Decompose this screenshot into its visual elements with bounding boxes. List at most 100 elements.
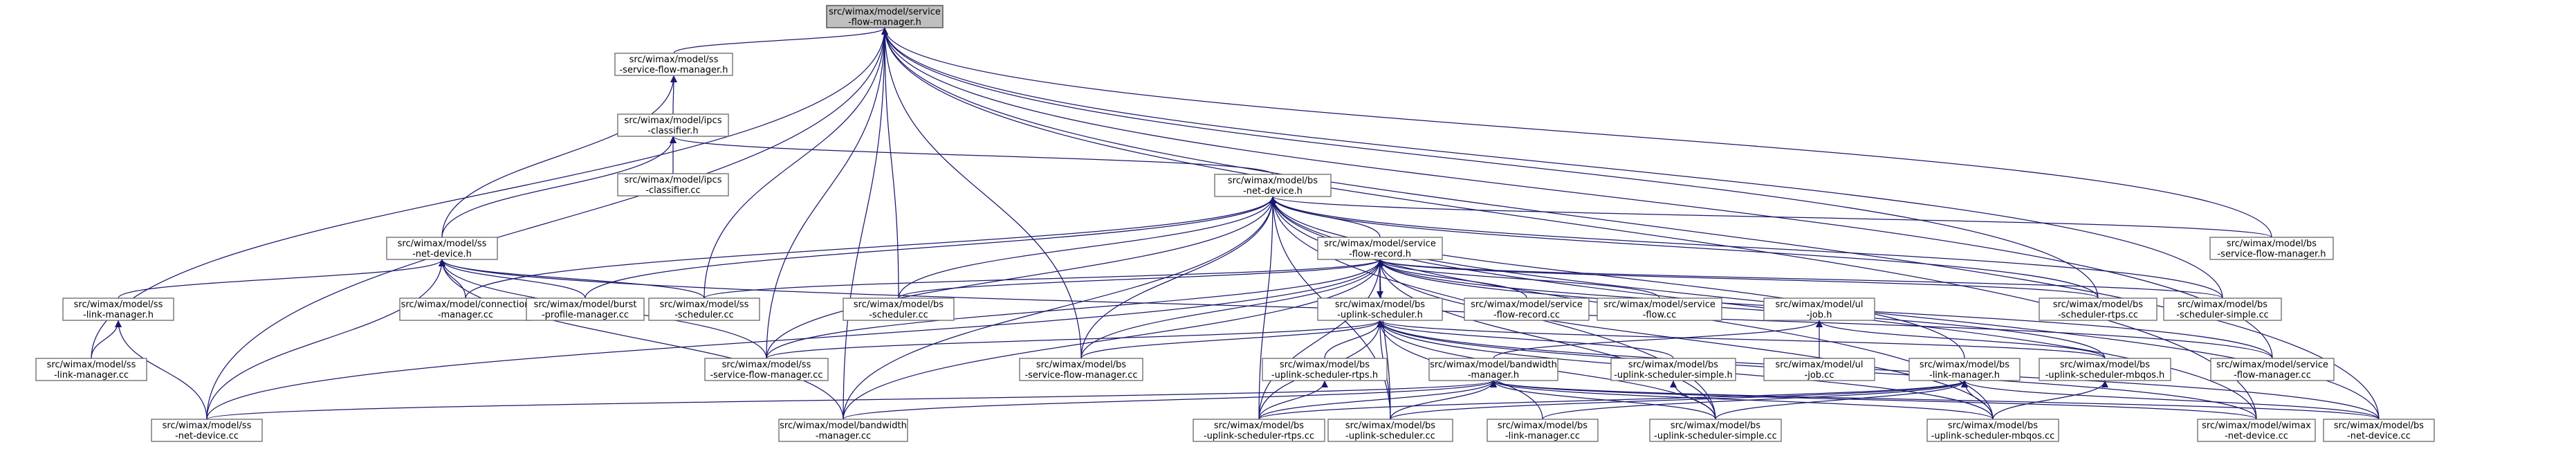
node-bs_rtps_cc[interactable]: src/wimax/model/bs-scheduler-rtps.cc [2039,298,2158,321]
node-label-line: src/wimax/model/bs [1214,421,1304,431]
node-label-line: src/wimax/model/ss [163,421,252,431]
edge-bs_us_mbqos_cc-to-bs_us_mbqos_h [1992,380,2108,420]
node-sfr_h[interactable]: src/wimax/model/service-flow-record.h [1317,237,1443,260]
edge-bs_sfm_h-to-bs_nd_h [1269,196,2272,238]
node-label-line: -net-device.h [412,249,472,259]
node-box [1428,358,1558,381]
node-bs_us_mbqos_cc[interactable]: src/wimax/model/bs-uplink-scheduler-mbqo… [1926,419,2059,442]
node-conn_cc[interactable]: src/wimax/model/connection-manager.cc [399,298,532,321]
node-bs_sfm_cc[interactable]: src/wimax/model/bs-service-flow-manager.… [1019,358,1143,381]
node-label-line: -job.cc [1805,370,1834,381]
node-box [1317,298,1443,321]
node-bs_lm_cc[interactable]: src/wimax/model/bs-link-manager.cc [1487,419,1599,442]
node-box [826,5,944,28]
node-bw_h[interactable]: src/wimax/model/bandwidth-manager.h [1428,358,1558,381]
node-box [1610,358,1736,381]
node-bs_us_cc[interactable]: src/wimax/model/bs-uplink-scheduler.cc [1327,419,1453,442]
node-box [2197,419,2316,442]
node-label-line: -scheduler-simple.cc [2176,310,2269,320]
node-bw_cc[interactable]: src/wimax/model/bandwidth-manager.cc [778,419,908,442]
node-label-line: -scheduler.cc [869,310,928,320]
node-bs_sfm_h[interactable]: src/wimax/model/bs-service-flow-manager.… [2209,237,2334,260]
node-bs_us_simple_h[interactable]: src/wimax/model/bs-uplink-scheduler-simp… [1610,358,1736,381]
node-wimax_nd_cc[interactable]: src/wimax/model/wimax-net-device.cc [2197,419,2316,442]
node-burst_cc[interactable]: src/wimax/model/burst-profile-manager.cc [526,298,645,321]
node-box [35,358,147,381]
node-label-line: src/wimax/model/bs [2053,300,2143,310]
node-bs_us_rtps_cc[interactable]: src/wimax/model/bs-uplink-scheduler-rtps… [1193,419,1325,442]
node-bs_us_simple_cc[interactable]: src/wimax/model/bs-uplink-scheduler-simp… [1649,419,1782,442]
node-label-line: src/wimax/model/bs [854,300,944,310]
node-box [1214,174,1332,197]
node-label-line: -net-device.h [1243,186,1303,196]
node-bs_nd_h[interactable]: src/wimax/model/bs-net-device.h [1214,174,1332,197]
node-ss_sfm_cc[interactable]: src/wimax/model/ss-service-flow-manager.… [704,358,829,381]
node-label-line: -net-device.cc [2225,431,2288,441]
edge-bs_sfm_h-to-sfm_h [881,27,2272,238]
node-box [1926,419,2059,442]
node-sfm_cc[interactable]: src/wimax/model/service-flow-manager.cc [2210,358,2335,381]
node-ss_nd_h[interactable]: src/wimax/model/ss-net-device.h [386,237,498,260]
edge-burst_cc-to-bs_nd_h [585,196,1276,299]
edge-bs_rtps_cc-to-bs_nd_h [1269,196,2099,299]
node-box [1464,298,1590,321]
edge-ss_sfm_cc-to-bs_nd_h [766,196,1276,359]
node-label-line: -uplink-scheduler-simple.h [1614,370,1733,381]
node-box [386,237,498,260]
node-ul_job_cc[interactable]: src/wimax/model/ul-job.cc [1763,358,1875,381]
edge-bs_us_mbqos_h-to-ul_job_h [1816,320,2106,359]
node-box [614,53,733,76]
node-bs_us_mbqos_h[interactable]: src/wimax/model/bs-uplink-scheduler-mbqo… [2039,358,2171,381]
node-bs_us_rtps_h[interactable]: src/wimax/model/bs-uplink-scheduler-rtps… [1262,358,1388,381]
edge-sf_cc-to-sfr_h [1377,259,1660,299]
edge-bs_nd_cc-to-bs_lm_h [1961,380,2380,420]
edge-bs_us_simple_h-to-bs_us_h [1377,320,1674,359]
node-label-line: src/wimax/model/ul [1775,360,1863,370]
node-label-line: -uplink-scheduler-mbqos.h [2045,370,2165,381]
node-bs_nd_cc[interactable]: src/wimax/model/bs-net-device.cc [2323,419,2435,442]
node-sfr_cc[interactable]: src/wimax/model/service-flow-record.cc [1464,298,1590,321]
node-box [1763,298,1875,321]
node-label-line: -service-flow-manager.cc [1024,370,1137,381]
edge-bs_nd_cc-to-sfm_h [881,27,2380,420]
node-label-line: -manager.cc [438,310,493,320]
node-label-line: -uplink-scheduler-rtps.cc [1204,431,1314,441]
node-label-line: src/wimax/model/ss [660,300,749,310]
node-ss_sched_cc[interactable]: src/wimax/model/ss-scheduler.cc [648,298,760,321]
edge-bs_us_rtps_cc-to-bs_nd_h [1258,196,1276,420]
node-ss_nd_cc[interactable]: src/wimax/model/ss-net-device.cc [151,419,263,442]
node-label-line: -service-flow-manager.h [2217,249,2326,259]
node-sf_cc[interactable]: src/wimax/model/service-flow.cc [1597,298,1722,321]
node-label-line: src/wimax/model/bs [2334,421,2424,431]
edge-bs_us_mbqos_cc-to-bw_h [1490,380,1994,420]
node-box [1487,419,1599,442]
node-label-line: -uplink-scheduler-mbqos.cc [1931,431,2055,441]
node-box [778,419,908,442]
node-label-line: src/wimax/model/bs [2227,239,2317,249]
node-bs_sched_cc[interactable]: src/wimax/model/bs-scheduler.cc [843,298,955,321]
node-ipcs_h[interactable]: src/wimax/model/ipcs-classifier.h [617,113,729,137]
node-ul_job_h[interactable]: src/wimax/model/ul-job.h [1763,298,1875,321]
node-ipcs_cc[interactable]: src/wimax/model/ipcs-classifier.cc [617,173,729,196]
edge-bs_us_rtps_cc-to-sfr_h [1258,259,1383,420]
node-label-line: src/wimax/model/connection [401,300,531,310]
node-box [2163,298,2282,321]
edge-ss_nd_cc-to-bw_h [206,380,1497,420]
edge-bs_lm_h-to-bs_nd_h [1269,196,1965,359]
node-label-line: -scheduler-rtps.cc [2058,310,2138,320]
node-label-line: src/wimax/model/ul [1775,300,1863,310]
node-sfm_h: src/wimax/model/service-flow-manager.h [826,5,944,28]
node-bs_us_h[interactable]: src/wimax/model/bs-uplink-scheduler.h [1317,298,1443,321]
node-bs_lm_h[interactable]: src/wimax/model/bs-link-manager.h [1908,358,2021,381]
node-ss_sfm_h[interactable]: src/wimax/model/ss-service-flow-manager.… [614,53,733,76]
edge-bs_us_cc-to-sfr_h [1377,259,1391,420]
node-label-line: src/wimax/model/bs [2178,300,2267,310]
edge-bs_simple_cc-to-bs_nd_h [1269,196,2223,299]
node-label-line: src/wimax/model/service [1471,300,1583,310]
node-box [62,298,174,321]
node-bs_simple_cc[interactable]: src/wimax/model/bs-scheduler-simple.cc [2163,298,2282,321]
node-ss_lm_h[interactable]: src/wimax/model/ss-link-manager.h [62,298,174,321]
node-ss_lm_cc[interactable]: src/wimax/model/ss-link-manager.cc [35,358,147,381]
node-label-line: src/wimax/model/service [1324,239,1436,249]
node-label-line: -uplink-scheduler.cc [1345,431,1435,441]
